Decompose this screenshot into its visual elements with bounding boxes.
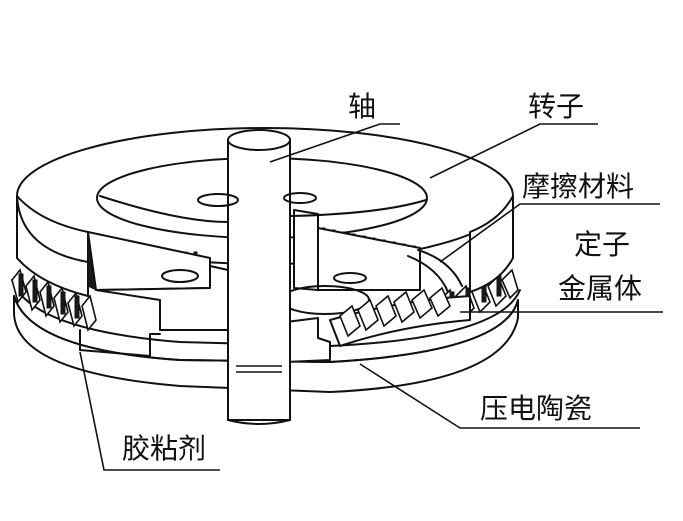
label-piezo-ceramic: 压电陶瓷 [480,392,592,425]
cutaway-right [280,209,421,363]
label-rotor: 转子 [528,90,584,123]
shaft [227,129,291,425]
leader-lines [79,123,663,471]
rotor-inner-face [99,192,427,223]
stator-teeth-left [11,268,97,332]
label-stator-line2: 金属体 [558,272,642,305]
label-friction-material: 摩擦材料 [522,170,634,203]
cutaway-left [79,231,229,357]
label-shaft: 轴 [348,90,376,123]
label-adhesive: 胶粘剂 [122,432,206,465]
label-stator-line1: 定子 [574,228,630,261]
stator-comb-right [329,249,471,347]
